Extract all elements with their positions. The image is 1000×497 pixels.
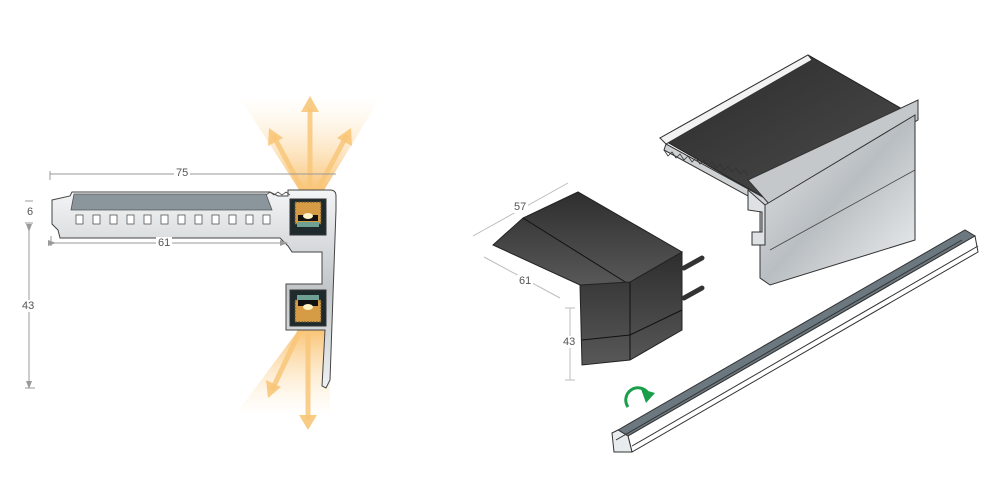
dim-tread-width: 61 [156,237,173,249]
nosing-profile-3d [658,54,920,286]
dim-tread-height: 6 [25,206,36,218]
led-pocket-lower [289,289,327,327]
led-diffuser-channel [611,229,979,453]
dim-total-width: 75 [174,167,191,179]
dim-riser-height: 43 [20,300,37,312]
anti-slip-insert [70,193,273,211]
led-pocket-upper [289,198,327,236]
dim-endcap-depth: 57 [512,201,529,213]
light-beam-up [240,96,380,210]
cross-section [25,96,380,430]
light-beam-down [235,312,330,430]
tread-teeth [75,214,271,225]
end-cap [492,191,705,366]
dim-endcap-width: 61 [517,275,534,287]
dim-endcap-height: 43 [561,336,578,348]
rotate-indicator-icon [624,386,655,408]
